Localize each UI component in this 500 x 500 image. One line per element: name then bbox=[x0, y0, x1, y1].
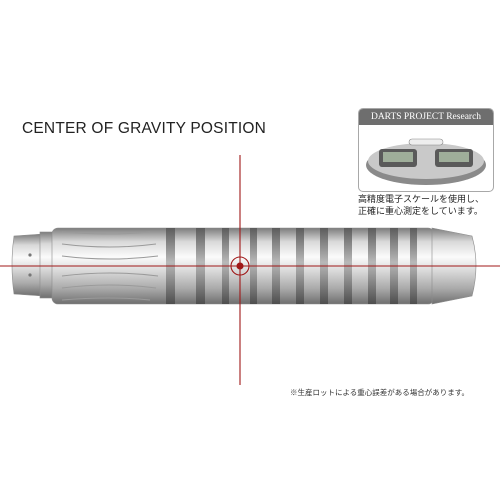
research-note: 高精度電子スケールを使用し、 正確に重心測定をしています。 bbox=[358, 193, 484, 217]
barrel-rear-end bbox=[11, 233, 45, 297]
digital-scale-icon bbox=[366, 138, 486, 185]
barrel-shark-cuts bbox=[61, 231, 159, 301]
crosshair-target-icon bbox=[0, 155, 500, 385]
footnote: ※生産ロットによる重心誤差がある場合があります。 bbox=[290, 388, 470, 397]
research-note-line-2: 正確に重心測定をしています。 bbox=[358, 206, 483, 216]
research-note-line-1: 高精度電子スケールを使用し、 bbox=[358, 194, 485, 204]
page-title: CENTER OF GRAVITY POSITION bbox=[22, 120, 267, 137]
research-inset: DARTS PROJECT Research bbox=[358, 108, 494, 192]
research-label: DARTS PROJECT Research bbox=[359, 109, 493, 125]
